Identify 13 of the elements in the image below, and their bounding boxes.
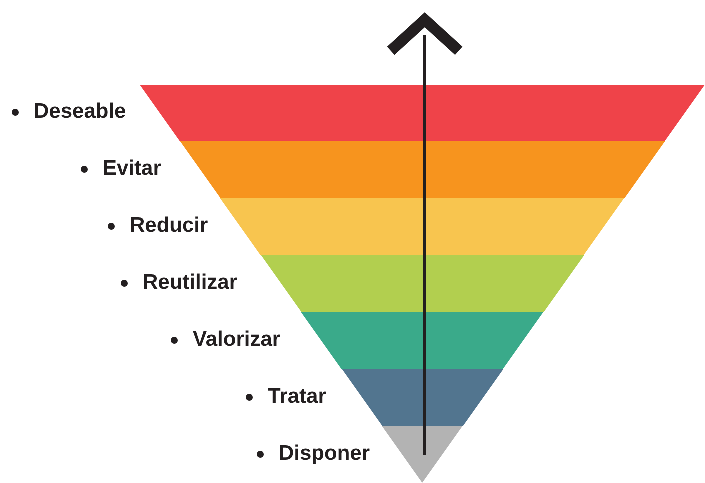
band-label: Tratar [268,384,326,408]
band-label: Reducir [130,214,208,238]
band-label: Deseable [34,100,126,124]
band-label: Evitar [103,156,162,180]
band-label: Valorizar [193,328,281,352]
pyramid-band [342,369,504,426]
pyramid-band [301,312,544,369]
band-label: Reutilizar [143,270,238,294]
pyramid-band [180,141,666,198]
pyramid-band [140,85,705,141]
pyramid-band [220,198,625,255]
band-label: Disponer [279,442,370,466]
pyramid-band [260,255,584,312]
